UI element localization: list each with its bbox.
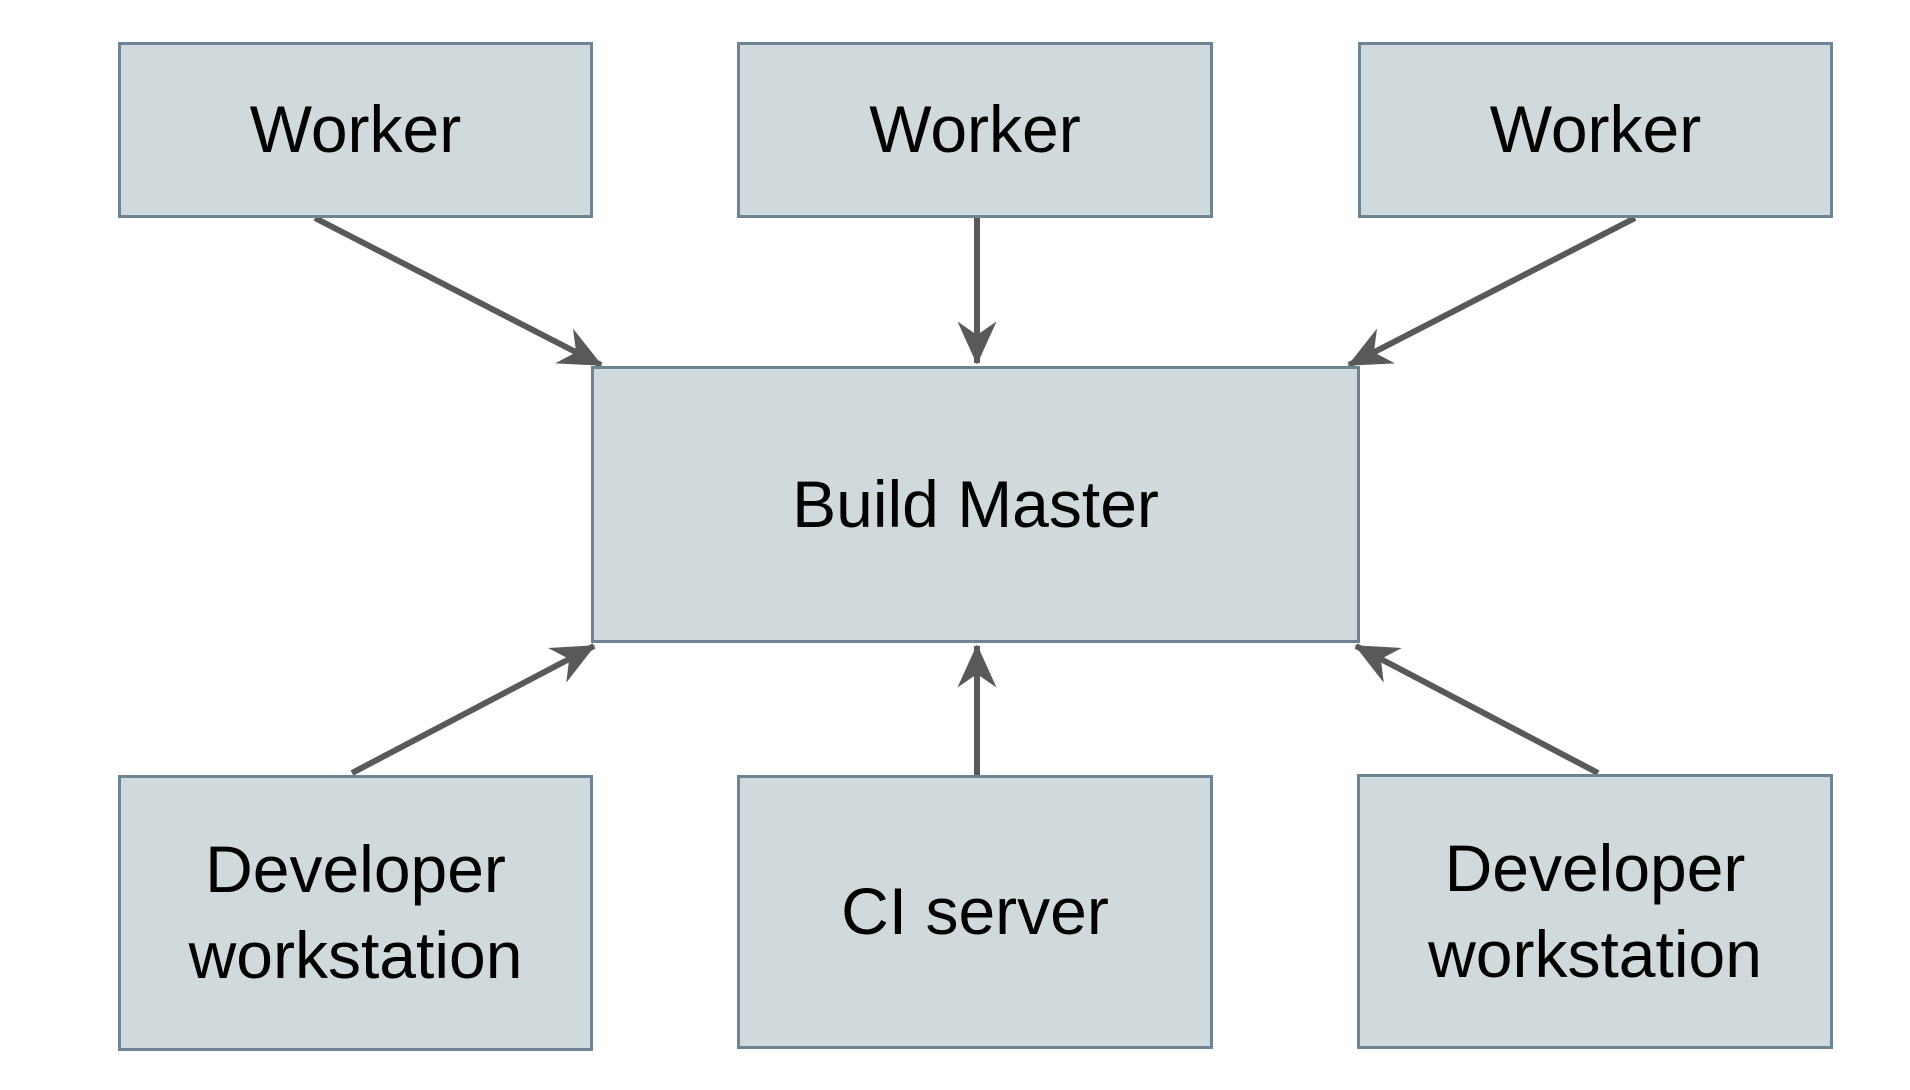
- node-developer-workstation-right: Developer workstation: [1357, 774, 1833, 1049]
- node-ci-server: CI server: [737, 775, 1213, 1049]
- node-developer-workstation-left: Developer workstation: [118, 775, 593, 1051]
- edge-dev-workstation-right-to-build-master: [1354, 643, 1600, 776]
- node-worker-center: Worker: [737, 42, 1213, 218]
- edge-worker-left-to-build-master: [313, 215, 603, 368]
- edge-dev-workstation-left-to-build-master: [350, 643, 596, 776]
- node-worker-right: Worker: [1358, 42, 1833, 218]
- node-worker-left: Worker: [118, 42, 593, 218]
- edge-worker-right-to-build-master: [1347, 215, 1637, 368]
- node-build-master: Build Master: [591, 366, 1360, 643]
